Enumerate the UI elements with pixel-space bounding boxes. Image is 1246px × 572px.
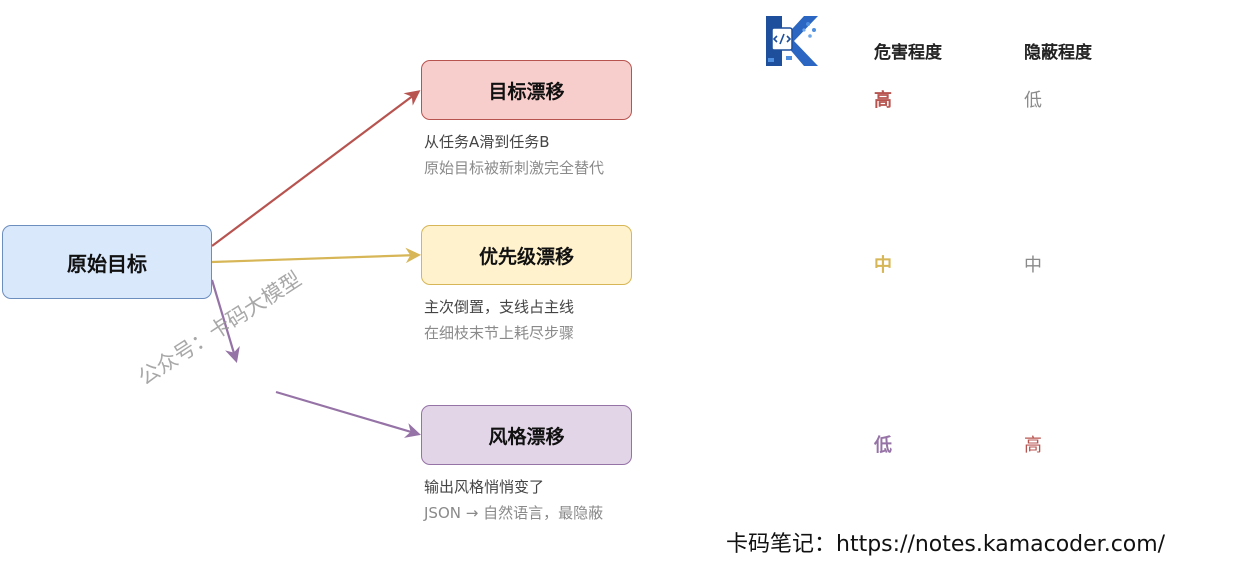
style-drift-label: 风格漂移	[488, 425, 565, 448]
goal-drift-harm-level: 高	[874, 90, 892, 111]
goal-drift-description: 从任务A滑到任务B 原始目标被新刺激完全替代	[424, 129, 604, 181]
arrow-origin-to-goal-drift	[211, 90, 421, 247]
priority-drift-harm-level: 中	[874, 255, 892, 276]
arrow-origin-to-style-drift-part2	[275, 390, 421, 438]
priority-drift-label: 优先级漂移	[478, 245, 574, 268]
priority-drift-node: 优先级漂移	[421, 225, 632, 285]
style-drift-node: 风格漂移	[421, 405, 632, 465]
goal-drift-desc-line2: 原始目标被新刺激完全替代	[424, 159, 605, 177]
goal-drift-label: 目标漂移	[488, 80, 565, 103]
arrow-origin-to-style-drift-part1	[210, 279, 240, 363]
kamacoder-logo-icon	[766, 16, 818, 66]
goal-drift-node: 目标漂移	[421, 60, 632, 120]
priority-drift-description: 主次倒置，支线占主线 在细枝末节上耗尽步骤	[424, 294, 574, 346]
priority-drift-desc-line2: 在细枝末节上耗尽步骤	[424, 324, 575, 342]
goal-drift-hidden-level: 低	[1024, 90, 1042, 111]
style-drift-harm-level: 低	[874, 435, 892, 456]
priority-drift-hidden-level: 中	[1024, 255, 1042, 276]
goal-drift-desc-line1: 从任务A滑到任务B	[424, 133, 550, 151]
style-drift-desc-line2: JSON → 自然语言，最隐蔽	[424, 504, 604, 522]
origin-goal-node: 原始目标	[2, 225, 212, 299]
style-drift-desc-line1: 输出风格悄悄变了	[424, 478, 545, 496]
style-drift-hidden-level: 高	[1024, 435, 1042, 456]
hidden-level-header: 隐蔽程度	[1024, 43, 1092, 63]
style-drift-description: 输出风格悄悄变了 JSON → 自然语言，最隐蔽	[424, 474, 603, 526]
priority-drift-desc-line1: 主次倒置，支线占主线	[424, 298, 575, 316]
arrow-origin-to-priority-drift	[211, 247, 422, 264]
harm-level-header: 危害程度	[874, 43, 942, 63]
origin-goal-label: 原始目标	[67, 251, 147, 276]
footer-link-text: 卡码笔记：https://notes.kamacoder.com/	[726, 532, 1166, 557]
